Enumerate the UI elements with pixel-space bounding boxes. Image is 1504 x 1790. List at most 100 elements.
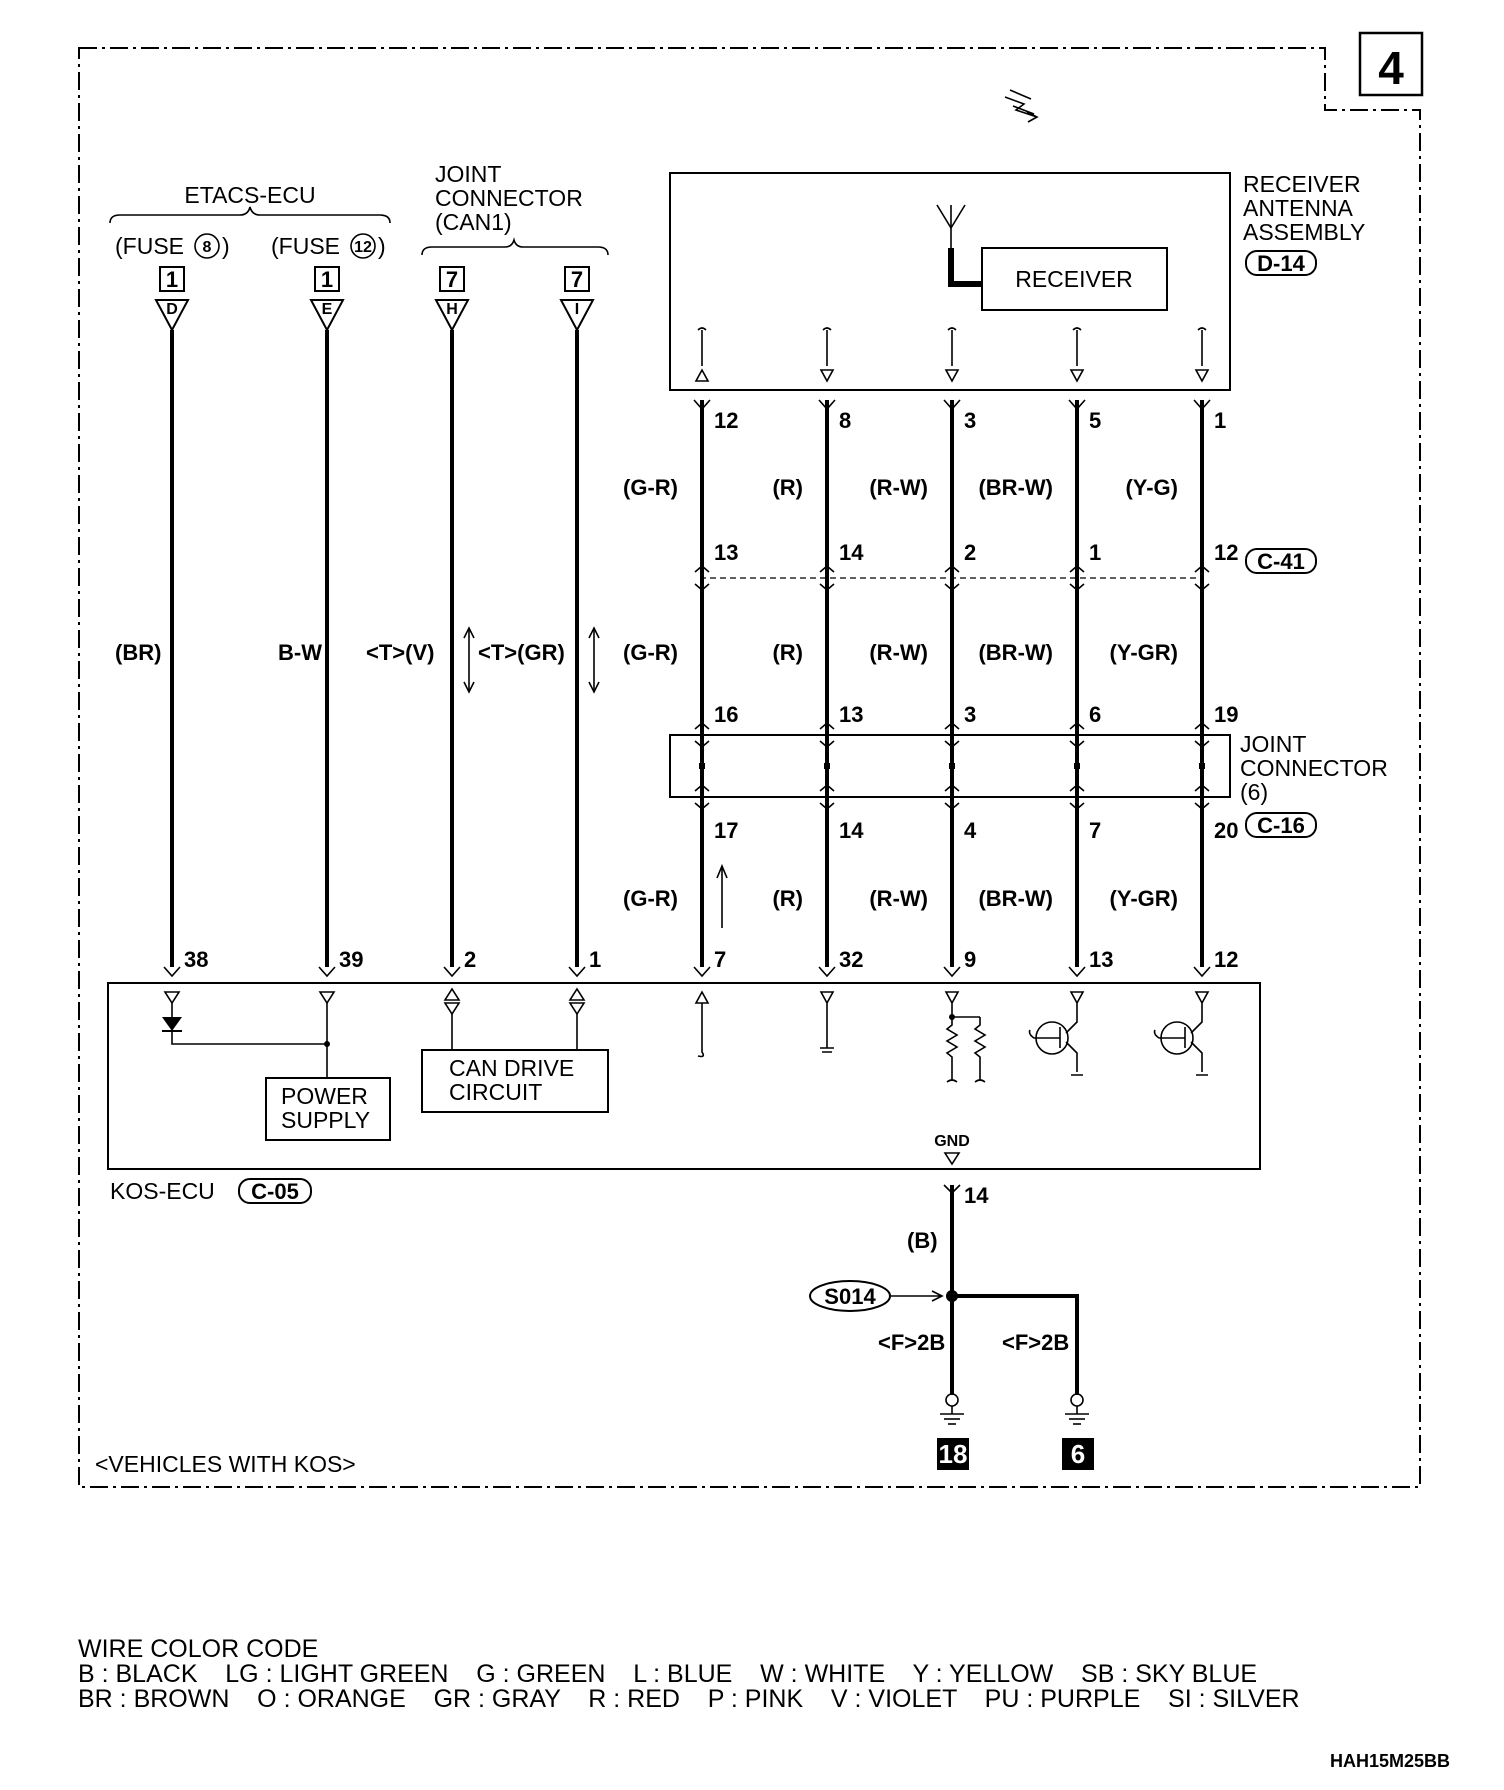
wire-5-j6-top-pin: 19 [1214, 702, 1238, 727]
wire-1-c41-pin: 13 [714, 540, 738, 565]
wire-1-rx-pin-mark [693, 399, 711, 411]
splice-s014-label: S014 [824, 1284, 876, 1309]
wire-4-rx-pin: 5 [1089, 408, 1101, 433]
vehicles-with-kos-note: <VEHICLES WITH KOS> [95, 1451, 356, 1477]
wire-can-gr-color: <T>(GR) [478, 640, 565, 665]
legend-row-1: B : BLACK LG : LIGHT GREEN G : GREEN L :… [78, 1660, 1258, 1688]
wire-1-j6-bot-junction [694, 783, 710, 811]
etacs-fuse-12-label: (FUSE [271, 233, 340, 259]
wire-4-color-3: (BR-W) [978, 886, 1053, 911]
wire-1-rx-lead [697, 327, 707, 366]
wireless-signal-icon [1004, 96, 1039, 123]
wire-color-legend: WIRE COLOR CODE B : BLACK LG : LIGHT GRE… [78, 1637, 1300, 1712]
power-supply-label-2: SUPPLY [281, 1107, 370, 1133]
fuse-8-close: ) [222, 233, 230, 259]
wire-2-ecu-pin: 32 [839, 947, 863, 972]
c41-connector-code: C-41 [1257, 549, 1305, 574]
receiver-inner-label: RECEIVER [1015, 266, 1133, 292]
wire-3-c41-pin: 2 [964, 540, 976, 565]
power-supply-box [265, 1077, 391, 1141]
ground-point-18-box [937, 1438, 969, 1470]
wire-3-c41-junction [944, 564, 960, 592]
wire-4-c41-junction [1069, 564, 1085, 592]
wire-5-j6-node [1199, 763, 1205, 769]
ecu-pin-2: 2 [443, 947, 476, 1016]
legend-row-2: BR : BROWN O : ORANGE GR : GRAY R : RED … [78, 1685, 1300, 1713]
wire-5-color-2: (Y-GR) [1110, 640, 1178, 665]
ecu-internal-circuit-1 [694, 990, 710, 1058]
wire-4-j6-top-pin: 6 [1089, 702, 1101, 727]
can-drive-label-1: CAN DRIVE [449, 1055, 574, 1081]
wire-3-j6-bot-pin: 4 [964, 818, 977, 843]
wire-1-j6-top-junction [694, 721, 710, 749]
joint6-title-1: JOINT [1240, 731, 1306, 757]
fuse-12-circle [350, 233, 376, 259]
wire-2-color-1: (R) [772, 475, 803, 500]
joint-can-conn-h-num: 7 [446, 267, 458, 292]
wire-2-j6-top-junction [819, 721, 835, 749]
wire-4-color-1: (BR-W) [978, 475, 1053, 500]
wire-3-rx-pin: 3 [964, 408, 976, 433]
wire-5-j6-bot-pin: 20 [1214, 818, 1238, 843]
receiver-title-2: ANTENNA [1243, 195, 1354, 221]
wire-3-j6-top-junction [944, 721, 960, 749]
ground-icon [1065, 1393, 1089, 1425]
joint-can-connector-h: 7 H [434, 266, 470, 333]
diode-icon [162, 1003, 327, 1045]
joint6-title-2: CONNECTOR [1240, 755, 1388, 781]
wire-2-rx-lead [822, 327, 832, 366]
wire-4-j6-bot-junction [1069, 783, 1085, 811]
ground-icon [940, 1393, 964, 1425]
wire-2-rx-pin: 8 [839, 408, 851, 433]
wire-5-j6-top-junction [1194, 721, 1210, 749]
wire-3-rx-in-triangle [944, 369, 960, 383]
kos-ecu-box [107, 982, 1261, 1170]
ground-point-18-label: 18 [939, 1439, 968, 1469]
etacs-conn-d-num: 1 [166, 267, 178, 292]
ecu-internal-circuit-4 [1028, 991, 1085, 1076]
joint-can-pin-h: H [446, 301, 458, 318]
power-supply-label-1: POWER [281, 1083, 368, 1109]
ground-left-wire-color: <F>2B [878, 1330, 945, 1355]
wire-2-rx-in-triangle [819, 369, 835, 383]
wire-2-color-3: (R) [772, 886, 803, 911]
wire-5-c41-junction [1194, 564, 1210, 592]
wire-1-rx-pin: 12 [714, 408, 738, 433]
wire-5-rx-pin-mark [1193, 399, 1211, 411]
ecu-pin-38: 38 [163, 947, 208, 1005]
wire-1-ecu-pin-mark [693, 966, 711, 978]
wire-2-c41-junction [819, 564, 835, 592]
wire-2-ecu-pin-mark [818, 966, 836, 978]
ecu-pin-39-label: 39 [339, 947, 363, 972]
fuse-12-number: 12 [354, 239, 372, 256]
transistor-icon [1035, 1021, 1069, 1055]
legend-title: WIRE COLOR CODE [78, 1635, 319, 1663]
wire-1-j6-bot-pin: 17 [714, 818, 738, 843]
ecu-pin-1-label: 1 [589, 947, 601, 972]
c16-connector-code: C-16 [1257, 813, 1305, 838]
etacs-pin-e: E [322, 301, 333, 318]
wire-4-j6-bot-pin: 7 [1089, 818, 1101, 843]
wire-5-rx-lead [1197, 327, 1207, 366]
joint-can-bracket [421, 237, 609, 256]
wire-5-ecu-pin-mark [1193, 966, 1211, 978]
joint-can-pin-i: I [575, 301, 579, 318]
fuse-8-number: 8 [203, 239, 212, 256]
kos-ecu-connector-code: C-05 [251, 1179, 299, 1204]
wire-4-c41-pin: 1 [1089, 540, 1101, 565]
ecu-pin-1: 1 [568, 947, 601, 1016]
wire-br-color: (BR) [115, 640, 161, 665]
ecu-node-dot [949, 1014, 955, 1020]
wire-3-color-2: (R-W) [869, 640, 928, 665]
wire-2-j6-bot-junction [819, 783, 835, 811]
wire-3-color-3: (R-W) [869, 886, 928, 911]
can-drive-circuit-box [421, 1049, 609, 1113]
antenna-icon [936, 204, 982, 287]
wire-3-j6-bot-junction [944, 783, 960, 811]
wire-3-color-1: (R-W) [869, 475, 928, 500]
wire-5-c41-pin: 12 [1214, 540, 1238, 565]
right-wires: 12(G-R)13(G-R)1617(G-R)78(R)14(R)1314(R)… [623, 327, 1238, 1083]
ecu-pin-2-label: 2 [464, 947, 476, 972]
joint-can-title-2: CONNECTOR [435, 185, 583, 211]
